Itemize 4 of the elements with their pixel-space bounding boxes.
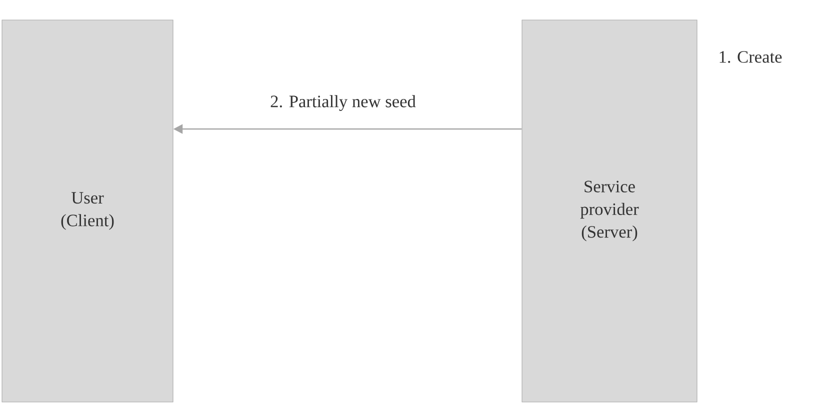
process-box: User (Client) (2, 20, 174, 402)
edge-label: 2. Partially new seed (270, 95, 416, 111)
process-box: Service provider (Server) (522, 20, 698, 402)
step-label: 1. Create (720, 51, 782, 63)
